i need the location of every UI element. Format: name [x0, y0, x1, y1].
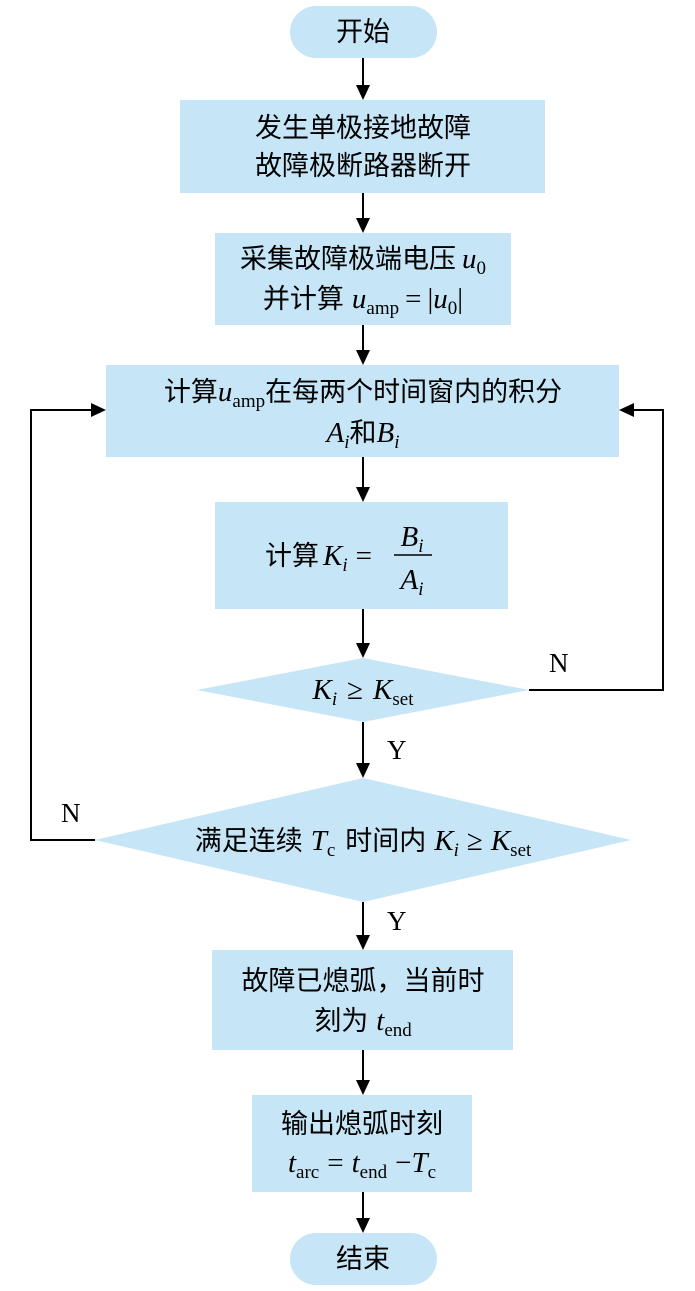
- decision2-yes-label: Y: [387, 906, 407, 936]
- end-terminal: [290, 1233, 437, 1285]
- decision1-no-label: N: [549, 648, 569, 678]
- process-arc-extinguished: [212, 950, 513, 1050]
- decision-threshold: [197, 658, 529, 722]
- process-integral-line1: 计算uamp在每两个时间窗内的积分: [164, 376, 562, 412]
- ratio-denominator: Ai: [399, 564, 424, 600]
- process-collect-voltage: [215, 233, 511, 325]
- process-output-time: [252, 1095, 472, 1192]
- arrowhead-decision1-yes: [356, 763, 370, 778]
- process-integral-line2: Ai和Bi: [325, 417, 400, 453]
- process-arc-extinguished-line1: 故障已熄弧，当前时: [242, 966, 485, 997]
- process-output-time-line1: 输出熄弧时刻: [281, 1109, 443, 1140]
- start-terminal: [290, 6, 437, 58]
- arrowhead-decision2-yes: [356, 935, 370, 950]
- start-label: 开始: [336, 17, 390, 48]
- arrowhead-output-to-end: [356, 1218, 370, 1233]
- arrowhead-arc-to-output: [356, 1080, 370, 1095]
- process-fault-occur-line2: 故障极断路器断开: [255, 151, 471, 182]
- decision1-yes-label: Y: [387, 735, 407, 765]
- arrowhead-decision1-no-loop: [619, 403, 634, 417]
- arrowhead-decision2-no-loop: [91, 403, 106, 417]
- decision-threshold-text: Ki≥Kset: [312, 674, 415, 710]
- connector-decision2-no-loop: [30, 409, 95, 841]
- ratio-numerator: Bi: [401, 521, 424, 557]
- process-compute-ratio: [215, 502, 508, 609]
- arrowhead-collect-to-integral: [356, 350, 370, 365]
- decision-continuous: [95, 778, 631, 902]
- arrowhead-ratio-to-decision1: [356, 643, 370, 658]
- end-label: 结束: [336, 1244, 390, 1275]
- arrowhead-integral-to-ratio: [356, 487, 370, 502]
- process-fault-occur-line1: 发生单极接地故障: [255, 113, 471, 144]
- connector-decision1-no-loop: [529, 409, 664, 691]
- process-integral: [106, 365, 619, 457]
- arrowhead-fault-to-collect: [356, 218, 370, 233]
- decision2-no-label: N: [61, 798, 81, 828]
- process-output-time-line2: tarc=tend−Tc: [288, 1147, 436, 1183]
- process-fault-occur: [180, 100, 545, 193]
- arrowhead-start-to-fault: [356, 85, 370, 100]
